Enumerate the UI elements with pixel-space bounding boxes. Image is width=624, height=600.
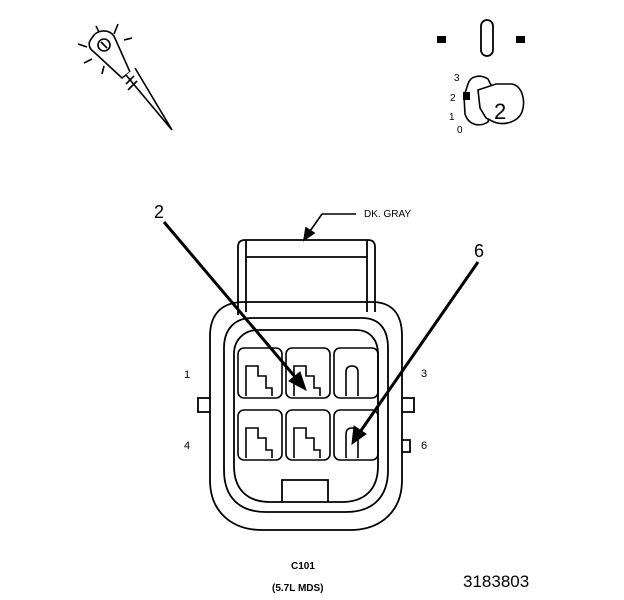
connector-name: C101: [291, 561, 315, 572]
ignition-position-2: 2: [450, 93, 456, 104]
pin-label-1: 1: [184, 369, 190, 381]
wire-color-callout: [302, 213, 356, 242]
terminal-cavity-2: [285, 347, 331, 399]
callout-arrow-6: [351, 261, 480, 446]
pin-label-4: 4: [184, 440, 190, 452]
pin-label-3: 3: [421, 368, 427, 380]
ignition-position-1: 1: [449, 112, 455, 123]
ignition-position-3: 3: [454, 73, 460, 84]
ignition-switch-icon: 2 3 2 1 0: [437, 19, 525, 136]
terminal-cavity-3: [333, 347, 379, 399]
ignition-position-0: 0: [457, 125, 463, 136]
callout-label-6: 6: [474, 241, 484, 261]
figure-id: 3183803: [463, 572, 529, 591]
connector-variant: (5.7L MDS): [272, 583, 324, 594]
terminal-cavity-5: [285, 409, 331, 461]
key-position-label: 2: [494, 99, 506, 124]
wire-color-label: DK. GRAY: [364, 209, 411, 220]
terminal-cavities: [237, 347, 379, 461]
terminal-cavity-4: [237, 409, 283, 461]
terminal-cavity-1: [237, 347, 283, 399]
connector-body: [197, 239, 415, 531]
callout-arrow-2: [162, 221, 307, 392]
pin-label-6: 6: [421, 440, 427, 452]
callout-label-2: 2: [154, 202, 164, 222]
test-probe-icon: [77, 23, 173, 131]
